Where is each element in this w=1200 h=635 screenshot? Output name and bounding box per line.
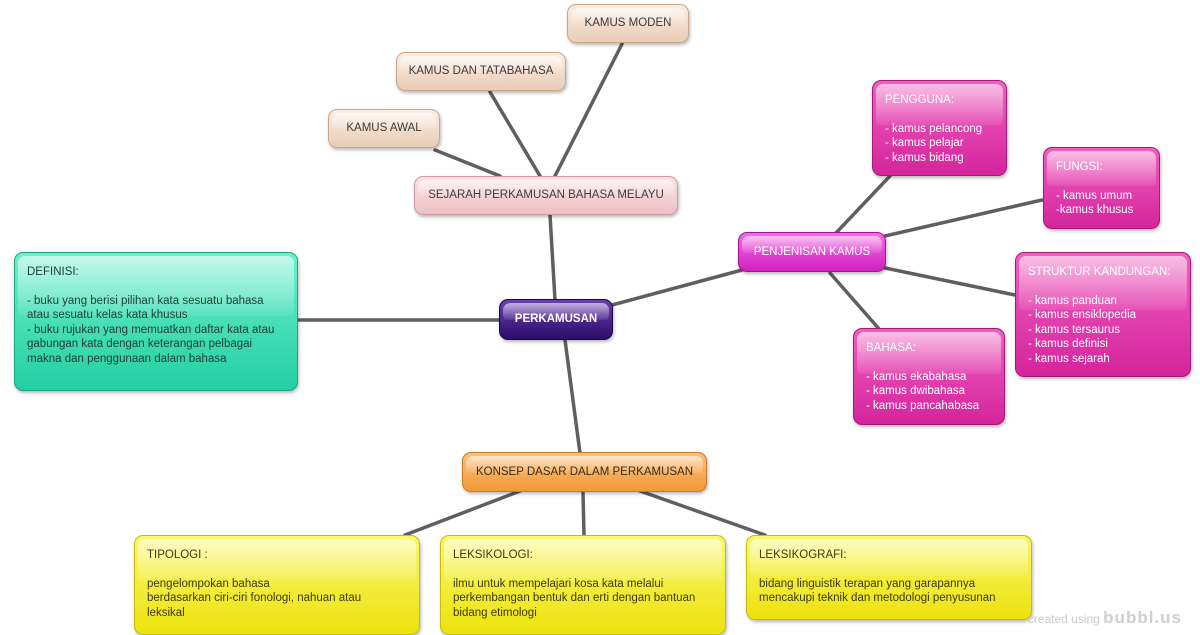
node-text-line: ilmu untuk mempelajari kosa kata melalui xyxy=(453,577,664,590)
node-text-line: gabungan kata dengan keterangan pelbagai xyxy=(27,338,253,350)
node-definisi[interactable]: DEFINISI: - buku yang berisi pilihan kat… xyxy=(14,252,298,391)
node-fungsi[interactable]: FUNGSI: - kamus umum -kamus khusus xyxy=(1043,147,1160,229)
node-kamus-awal[interactable]: KAMUS AWAL xyxy=(328,109,440,148)
node-konsep-dasar[interactable]: KONSEP DASAR DALAM PERKAMUSAN xyxy=(462,452,707,492)
node-text-line: - kamus tersaurus xyxy=(1028,323,1121,336)
link-center-sejarah xyxy=(548,213,557,302)
node-label: KAMUS DAN TATABAHASA xyxy=(408,65,554,78)
node-label: KONSEP DASAR DALAM PERKAMUSAN xyxy=(475,465,694,478)
node-text-line: pengelompokan bahasa xyxy=(147,577,270,590)
node-label: PERKAMUSAN xyxy=(514,313,598,326)
node-title: FUNGSI: xyxy=(1056,161,1103,173)
node-title: PENGGUNA: xyxy=(885,94,955,106)
node-text-line: atau sesuatu kelas kata khusus xyxy=(27,309,188,321)
node-text-line: berdasarkan ciri-ciri fonologi, nahuan a… xyxy=(147,592,362,604)
link-sejarah-moden xyxy=(553,42,624,178)
link-penjenisan-pengguna xyxy=(833,174,892,236)
watermark-brand: bubbl.us xyxy=(1103,608,1182,627)
node-leksikologi[interactable]: LEKSIKOLOGI: ilmu untuk mempelajari kosa… xyxy=(440,535,726,635)
link-konsep-tipologi xyxy=(403,489,522,537)
node-label: KAMUS MODEN xyxy=(584,17,672,30)
node-text-line: -kamus khusus xyxy=(1056,204,1134,216)
node-text-line: makna dan penggunaan dalam bahasa xyxy=(27,352,227,365)
node-title: DEFINISI: xyxy=(27,266,79,278)
node-text-line: - buku yang berisi pilihan kata sesuatu … xyxy=(27,294,264,307)
node-text-line: - buku rujukan yang memuatkan daftar kat… xyxy=(27,323,275,336)
node-penjenisan-kamus[interactable]: PENJENISAN KAMUS xyxy=(738,232,886,272)
node-text-line: - kamus sejarah xyxy=(1028,352,1110,365)
node-title: LEKSIKOGRAFI: xyxy=(759,549,847,561)
node-text-line: - kamus pancahabasa xyxy=(866,399,980,412)
link-penjenisan-struktur xyxy=(883,266,1017,297)
node-perkamusan-center[interactable]: PERKAMUSAN xyxy=(499,299,613,340)
node-text-line: - kamus definisi xyxy=(1028,338,1108,350)
link-center-konsep xyxy=(563,338,582,455)
node-title: LEKSIKOLOGI: xyxy=(453,549,533,561)
link-sejarah-tatabahasa xyxy=(488,90,542,178)
node-tipologi[interactable]: TIPOLOGI : pengelompokan bahasa berdasar… xyxy=(134,535,420,635)
node-pengguna[interactable]: PENGGUNA: - kamus pelancong - kamus pela… xyxy=(872,80,1007,176)
node-text-line: mencakupi teknik dan metodologi penyusun… xyxy=(759,592,996,604)
link-sejarah-awal xyxy=(433,148,502,178)
node-text-line: - kamus pelancong xyxy=(885,122,983,135)
link-penjenisan-bahasa xyxy=(828,271,882,332)
node-text-line: bidang linguistik terapan yang garapanny… xyxy=(759,577,976,590)
node-sejarah-perkamusan[interactable]: SEJARAH PERKAMUSAN BAHASA MELAYU xyxy=(414,176,678,215)
link-penjenisan-fungsi xyxy=(883,198,1044,238)
watermark-prefix: created using xyxy=(1027,612,1100,626)
watermark: created using bubbl.us xyxy=(1028,608,1182,628)
node-text-line: perkembangan bentuk dan erti dengan bant… xyxy=(453,592,696,604)
node-text-line: - kamus dwibahasa xyxy=(866,385,966,397)
link-konsep-leksikografi xyxy=(638,489,767,537)
node-text-line: - kamus panduan xyxy=(1028,294,1117,307)
node-label: KAMUS AWAL xyxy=(346,122,422,135)
node-title: BAHASA: xyxy=(866,342,916,354)
node-text-line: - kamus umum xyxy=(1056,189,1133,202)
node-text-line: leksikal xyxy=(147,606,185,619)
node-title: STRUKTUR KANDUNGAN: xyxy=(1028,266,1171,278)
node-label: SEJARAH PERKAMUSAN BAHASA MELAYU xyxy=(428,189,664,202)
node-kamus-tatabahasa[interactable]: KAMUS DAN TATABAHASA xyxy=(396,52,566,91)
node-bahasa[interactable]: BAHASA: - kamus ekabahasa - kamus dwibah… xyxy=(853,328,1005,425)
node-label: PENJENISAN KAMUS xyxy=(753,245,871,258)
node-text-line: - kamus bidang xyxy=(885,151,964,164)
node-kamus-moden[interactable]: KAMUS MODEN xyxy=(567,4,689,43)
node-leksikografi[interactable]: LEKSIKOGRAFI: bidang linguistik terapan … xyxy=(746,535,1032,620)
link-konsep-leksikologi xyxy=(581,490,586,537)
node-struktur-kandungan[interactable]: STRUKTUR KANDUNGAN: - kamus panduan - ka… xyxy=(1015,252,1191,377)
node-text-line: bidang etimologi xyxy=(453,606,537,619)
link-center-penjenisan xyxy=(610,268,744,307)
node-text-line: - kamus ensiklopedia xyxy=(1028,309,1137,321)
node-text-line: - kamus ekabahasa xyxy=(866,370,967,383)
node-title: TIPOLOGI : xyxy=(147,549,208,561)
node-text-line: - kamus pelajar xyxy=(885,137,964,149)
